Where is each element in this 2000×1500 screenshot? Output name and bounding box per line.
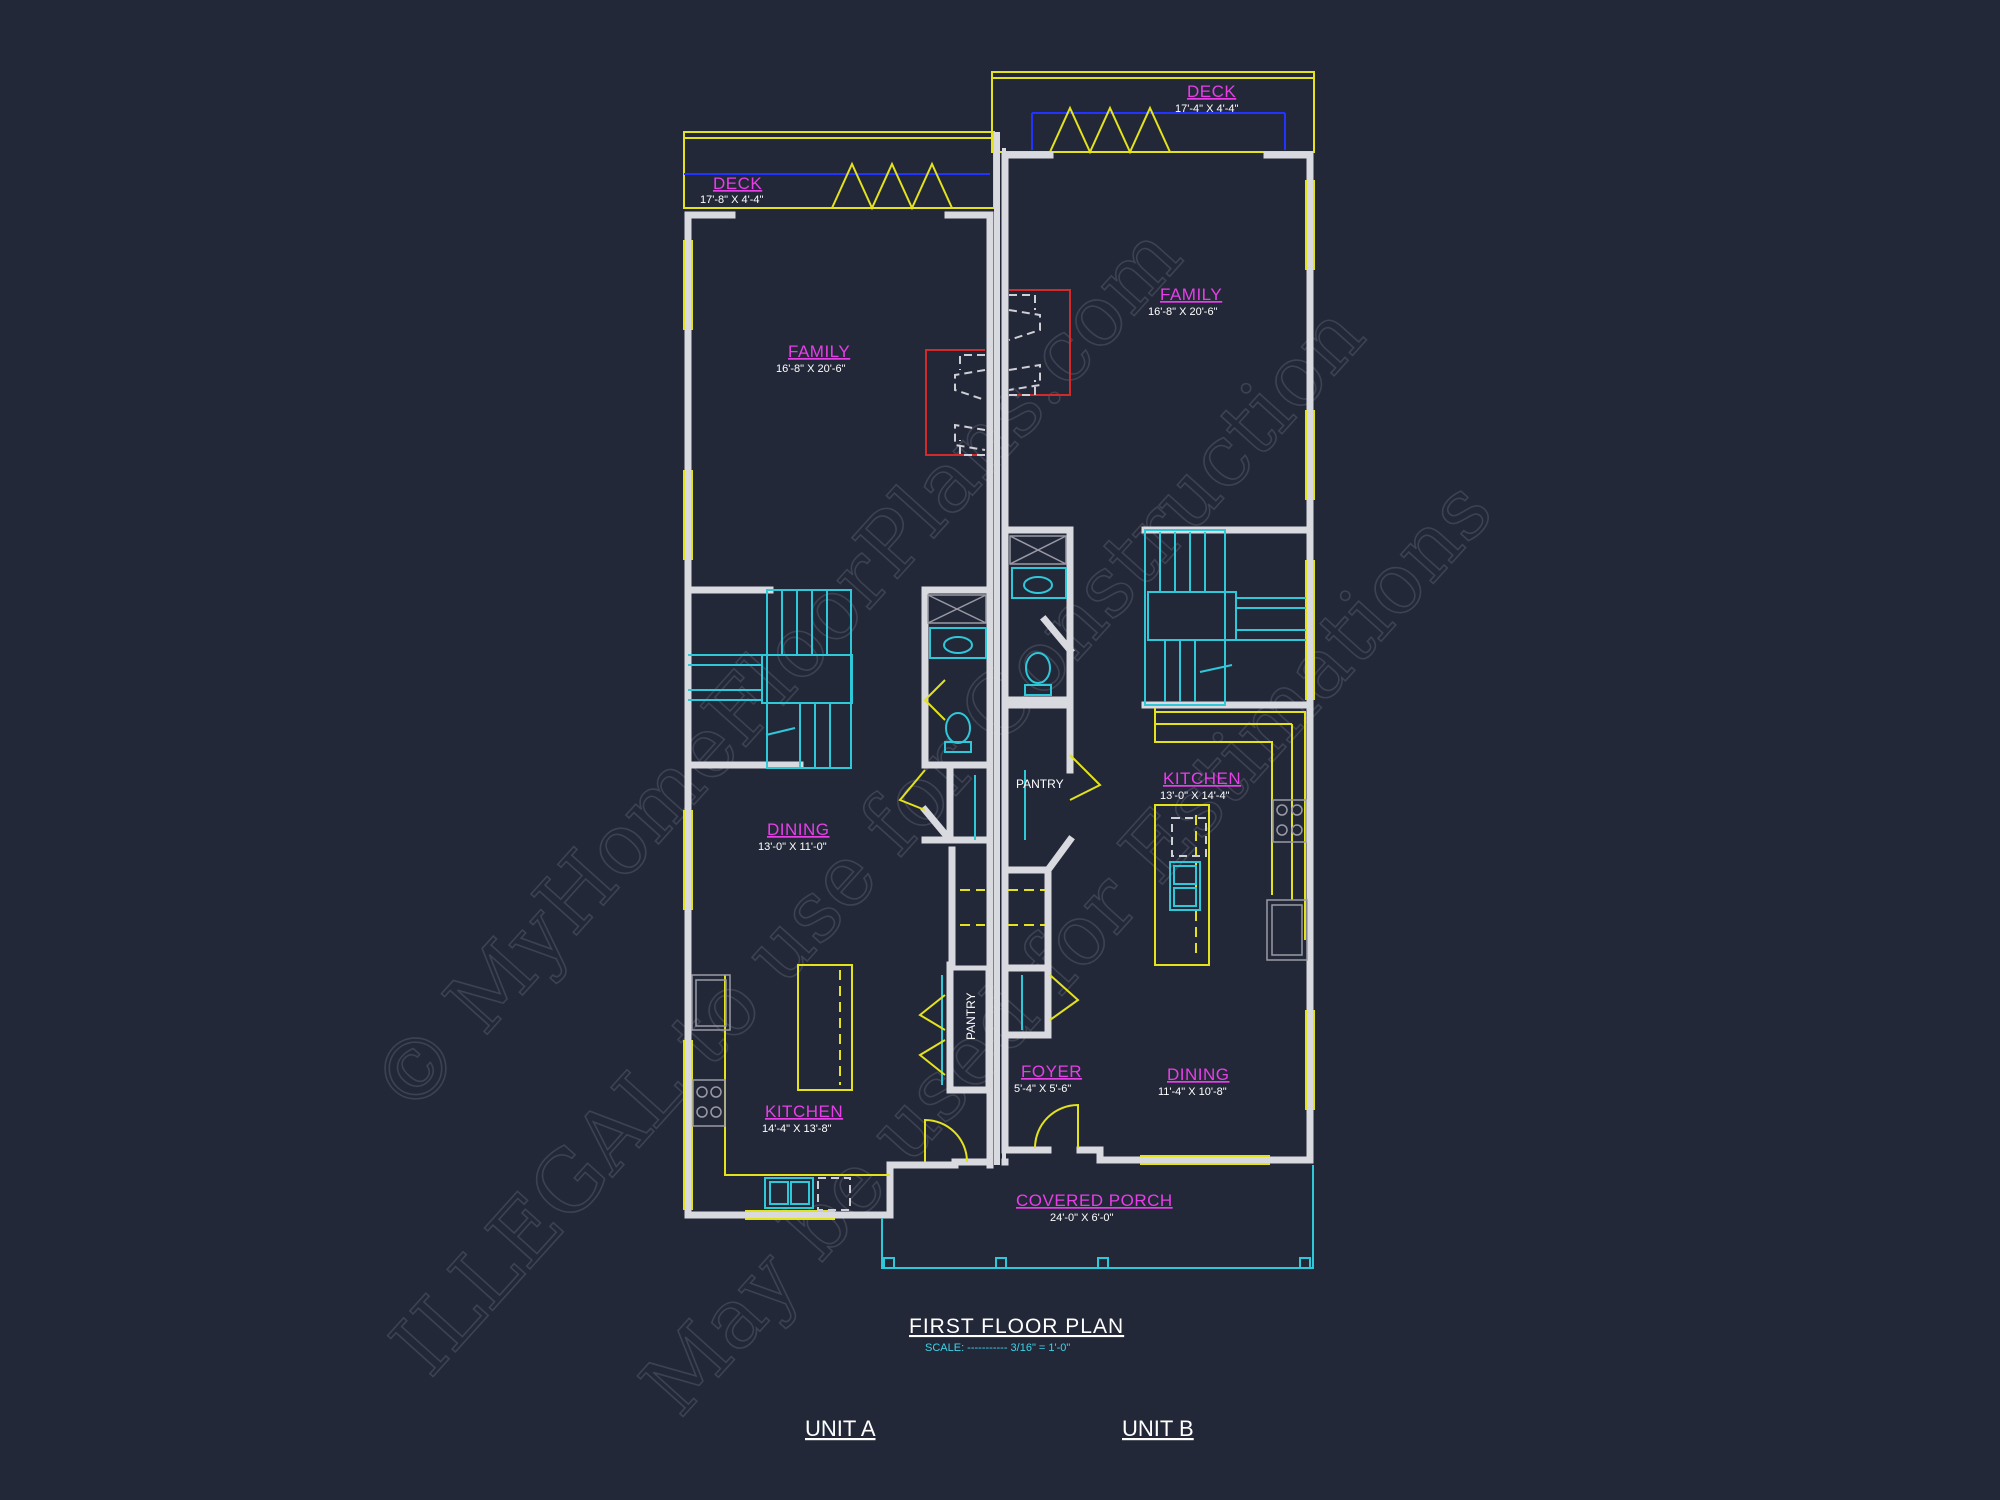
unit-b-family-label: FAMILY <box>1160 285 1222 304</box>
unit-b-deck <box>991 71 1315 155</box>
unit-b-deck-label: DECK <box>1187 82 1236 101</box>
unit-a-deck-label: DECK <box>713 174 762 193</box>
unit-b-foyer-dim: 5'-4" X 5'-6" <box>1014 1083 1071 1095</box>
covered-porch <box>881 1165 1314 1269</box>
unit-a-deck <box>683 131 995 211</box>
porch-dim: 24'-0" X 6'-0" <box>1050 1212 1113 1224</box>
unit-a-kitchen-dim: 14'-4" X 13'-8" <box>762 1123 832 1135</box>
unit-a-entry-door <box>924 1118 968 1163</box>
unit-b-stairs <box>1144 529 1306 706</box>
unit-b-foyer-label: FOYER <box>1021 1062 1082 1081</box>
plan-title: FIRST FLOOR PLAN <box>909 1315 1124 1338</box>
unit-a-deck-dim: 17'-8" X 4'-4" <box>700 194 763 206</box>
unit-b-kitchen-dim: 13'-0" X 14'-4" <box>1160 790 1230 802</box>
unit-a-family-label: FAMILY <box>788 342 850 361</box>
unit-b-pantry-label: PANTRY <box>1016 777 1064 791</box>
unit-b-entry-door <box>1034 1103 1079 1149</box>
unit-a-windows <box>683 240 835 1220</box>
unit-b-kitchen <box>1154 708 1308 966</box>
unit-a-bathroom <box>923 594 987 753</box>
unit-b-family-dim: 16'-8" X 20'-6" <box>1148 306 1218 318</box>
unit-b-hall-closets: PANTRY <box>1008 754 1102 1030</box>
porch-label: COVERED PORCH <box>1016 1191 1173 1210</box>
unit-a-fireplace <box>925 349 986 456</box>
unit-b-fireplace <box>1008 289 1071 396</box>
unit-a-dining-label: DINING <box>767 820 830 839</box>
unit-b-dining-dim: 11'-4" X 10'-8" <box>1158 1086 1227 1098</box>
unit-a-stairs <box>688 589 853 769</box>
unit-a-dining-dim: 13'-0" X 11'-0" <box>758 841 827 853</box>
unit-a-label: UNIT A <box>805 1416 876 1441</box>
unit-a-kitchen-label: KITCHEN <box>765 1102 843 1121</box>
unit-a-pantry-label: PANTRY <box>964 992 978 1040</box>
unit-b-bathroom <box>1009 535 1067 696</box>
unit-a-plan: PANTRY <box>683 131 995 1220</box>
party-wall <box>994 132 1006 1165</box>
plan-scale: SCALE: ----------- 3/16" = 1'-0" <box>925 1342 1070 1354</box>
unit-b-dining-label: DINING <box>1167 1065 1230 1084</box>
unit-a-kitchen <box>691 964 890 1211</box>
unit-b-kitchen-label: KITCHEN <box>1163 769 1241 788</box>
unit-a-hall-closets: PANTRY <box>898 766 991 1093</box>
unit-b-label: UNIT B <box>1122 1416 1194 1441</box>
unit-b-deck-dim: 17'-4" X 4'-4" <box>1175 103 1238 115</box>
unit-a-family-dim: 16'-8" X 20'-6" <box>776 363 846 375</box>
